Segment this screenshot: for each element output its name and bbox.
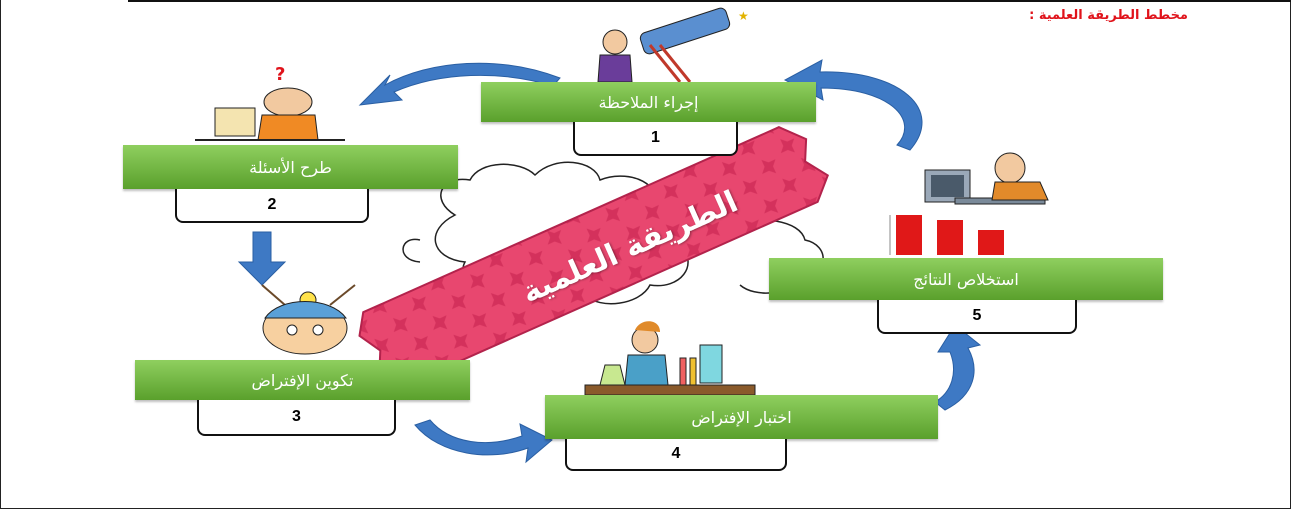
page-heading: مخطط الطريقة العلمية :	[1029, 8, 1188, 23]
step-3-banner: تكوين الإفتراض	[135, 360, 470, 400]
telescope-icon: ★	[597, 7, 749, 83]
step-3-number: 3	[292, 408, 301, 425]
step-3: تكوين الإفتراض	[135, 360, 470, 400]
step-2-number-box: 2	[175, 189, 369, 223]
svg-text:?: ?	[275, 64, 285, 85]
step-4-label: اختبار الإفتراض	[691, 407, 792, 427]
step-1: إجراء الملاحظة	[481, 82, 816, 122]
arrow-step1-to-step2	[358, 62, 561, 106]
svg-text:★: ★	[738, 9, 749, 23]
step-1-label: إجراء الملاحظة	[598, 92, 699, 112]
arrow-step5-to-step1	[783, 59, 923, 151]
step-5-number: 5	[972, 307, 982, 324]
step-1-number: 1	[651, 129, 660, 146]
center-ribbon	[358, 126, 829, 389]
step-5-label: استخلاص النتائج	[913, 269, 1019, 289]
step-2-label: طرح الأسئلة	[249, 157, 332, 177]
arrow-step3-to-step4	[414, 419, 553, 464]
step-5-number-box: 5	[877, 300, 1077, 334]
step-4-banner: اختبار الإفتراض	[545, 395, 938, 439]
chemist-icon	[584, 321, 756, 396]
step-1-banner: إجراء الملاحظة	[481, 82, 816, 122]
computer-scientist-icon	[924, 152, 1049, 205]
step-3-label: تكوين الإفتراض	[251, 370, 354, 390]
arrow-step4-to-step5	[934, 324, 982, 411]
results-bar-chart-icon	[889, 215, 1004, 255]
step-5-banner: استخلاص النتائج	[769, 258, 1163, 300]
flow-arrows	[237, 59, 982, 464]
lightbulb-thinker-icon	[261, 284, 356, 355]
step-2-number: 2	[267, 196, 277, 213]
step-2: طرح الأسئلة	[123, 145, 458, 189]
step-5: استخلاص النتائج	[769, 258, 1163, 300]
step-4-number-box: 4	[565, 439, 787, 471]
step-2-banner: طرح الأسئلة	[123, 145, 458, 189]
arrow-step2-to-step3	[237, 231, 287, 286]
step-3-number-box: 3	[197, 400, 396, 436]
step-4: اختبار الإفتراض	[545, 395, 938, 439]
top-rule	[128, 0, 1291, 2]
step-4-number: 4	[671, 445, 681, 462]
step-1-number-box: 1	[573, 122, 738, 156]
question-person-icon: ?	[195, 64, 345, 141]
